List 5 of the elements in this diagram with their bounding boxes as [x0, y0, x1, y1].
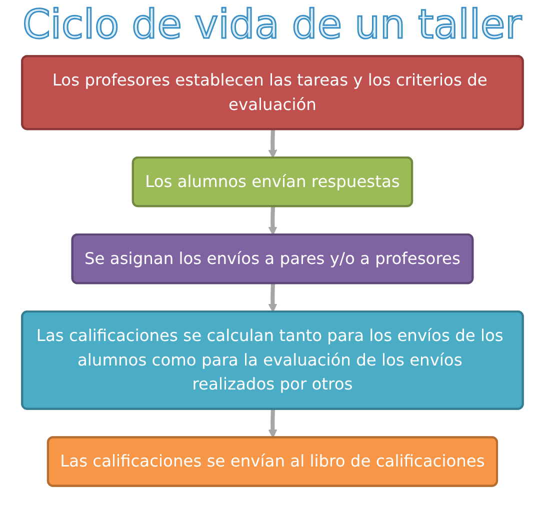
arrow — [268, 409, 277, 438]
arrow — [268, 130, 277, 158]
arrow — [268, 206, 277, 236]
arrow — [268, 284, 277, 312]
diagram-title: Ciclo de vida de un taller — [21, 2, 523, 48]
